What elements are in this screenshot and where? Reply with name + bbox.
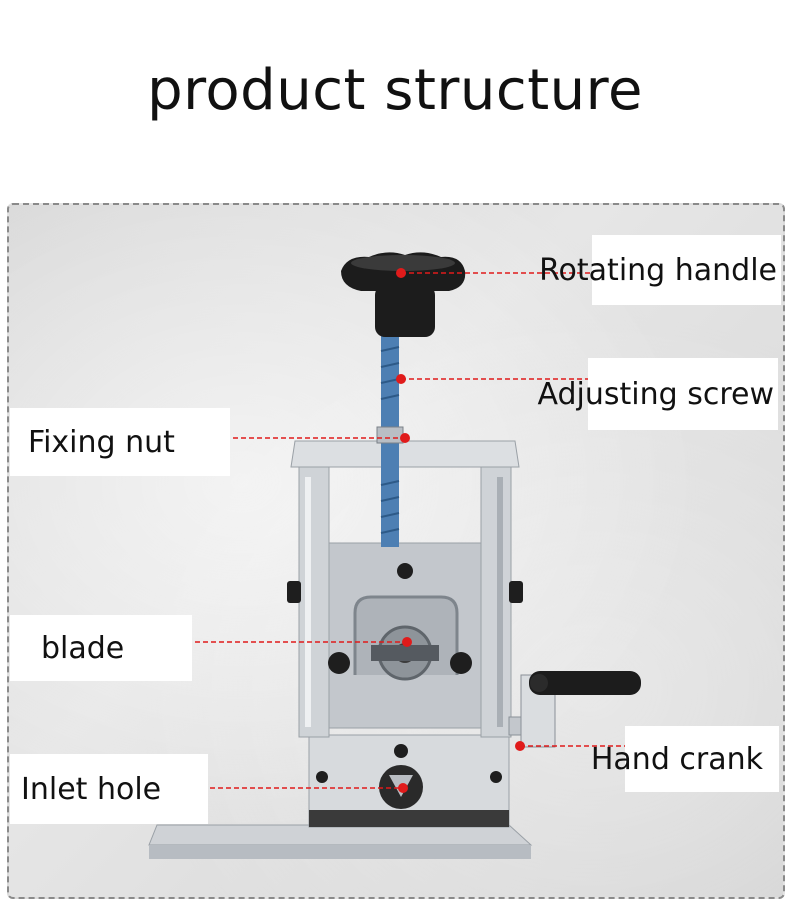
label-fixing-nut-text: Fixing nut <box>28 424 175 460</box>
wire-stripper-illustration <box>148 252 641 859</box>
page-title: product structure <box>147 58 643 123</box>
crank-handle <box>529 671 641 695</box>
frame-top-cap <box>290 440 520 468</box>
label-blade: blade <box>10 615 192 681</box>
frame-left-pillar <box>298 466 330 738</box>
fixing-nut-shape <box>376 426 404 444</box>
base-plate <box>148 824 533 846</box>
label-adjusting-screw: Adjusting screw <box>538 358 778 430</box>
label-fixing-nut: Fixing nut <box>10 408 230 476</box>
label-blade-text: blade <box>41 630 125 666</box>
label-rotating-handle: Rotating handle <box>539 235 781 305</box>
label-rotating-handle-text: Rotating handle <box>539 252 777 288</box>
label-inlet-hole: Inlet hole <box>10 754 208 824</box>
label-adjusting-screw-text: Adjusting screw <box>537 376 775 412</box>
label-hand-crank-text: Hand crank <box>590 741 763 777</box>
frame-right-pillar <box>480 466 512 738</box>
label-inlet-hole-text: Inlet hole <box>21 771 162 807</box>
label-hand-crank: Hand crank <box>591 726 779 792</box>
base-plate-front <box>149 845 531 859</box>
